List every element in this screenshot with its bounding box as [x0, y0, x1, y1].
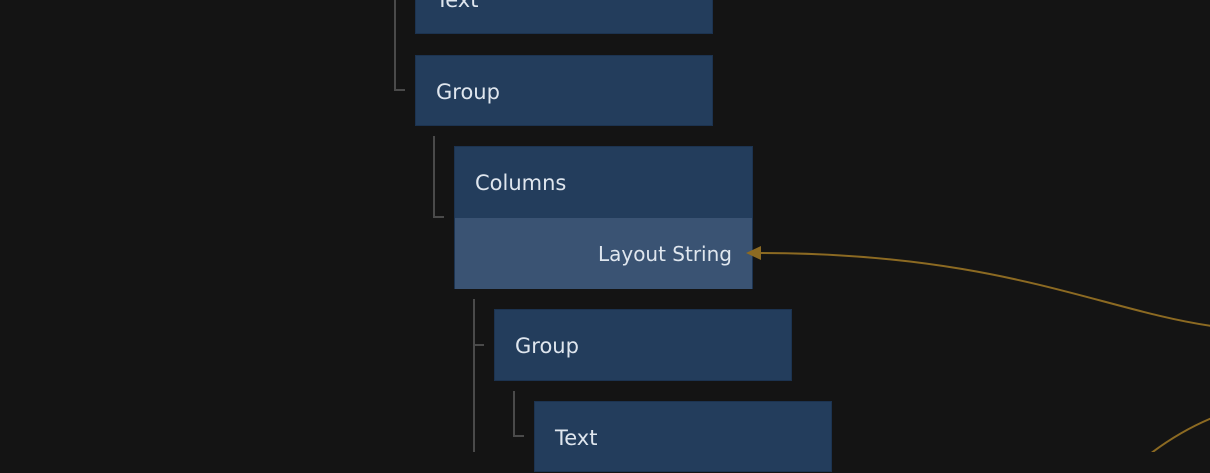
node-title: Group — [436, 79, 500, 104]
node-title: Text — [555, 425, 598, 450]
node-text[interactable]: Text — [415, 0, 713, 34]
tree-connector — [433, 136, 435, 218]
node-group[interactable]: Group — [494, 309, 792, 381]
wires — [746, 246, 1210, 452]
tree-connector — [394, 0, 396, 91]
tree-connector — [473, 299, 475, 452]
node-columns[interactable]: Columns Layout String — [454, 146, 753, 289]
tree-connector — [513, 391, 515, 437]
node-title: Group — [515, 333, 579, 358]
layout-string-socket[interactable]: Layout String — [455, 218, 752, 289]
node-title: Columns — [475, 170, 567, 195]
wire[interactable] — [1150, 417, 1210, 452]
wire[interactable] — [757, 252, 1210, 327]
tree-connector — [473, 344, 484, 346]
node-group[interactable]: Group — [415, 55, 713, 126]
tree-connector — [433, 216, 444, 218]
tree-connector — [394, 89, 405, 91]
tree-connector — [513, 435, 524, 437]
arrow-icon — [746, 246, 761, 260]
node-title: Text — [416, 0, 712, 35]
